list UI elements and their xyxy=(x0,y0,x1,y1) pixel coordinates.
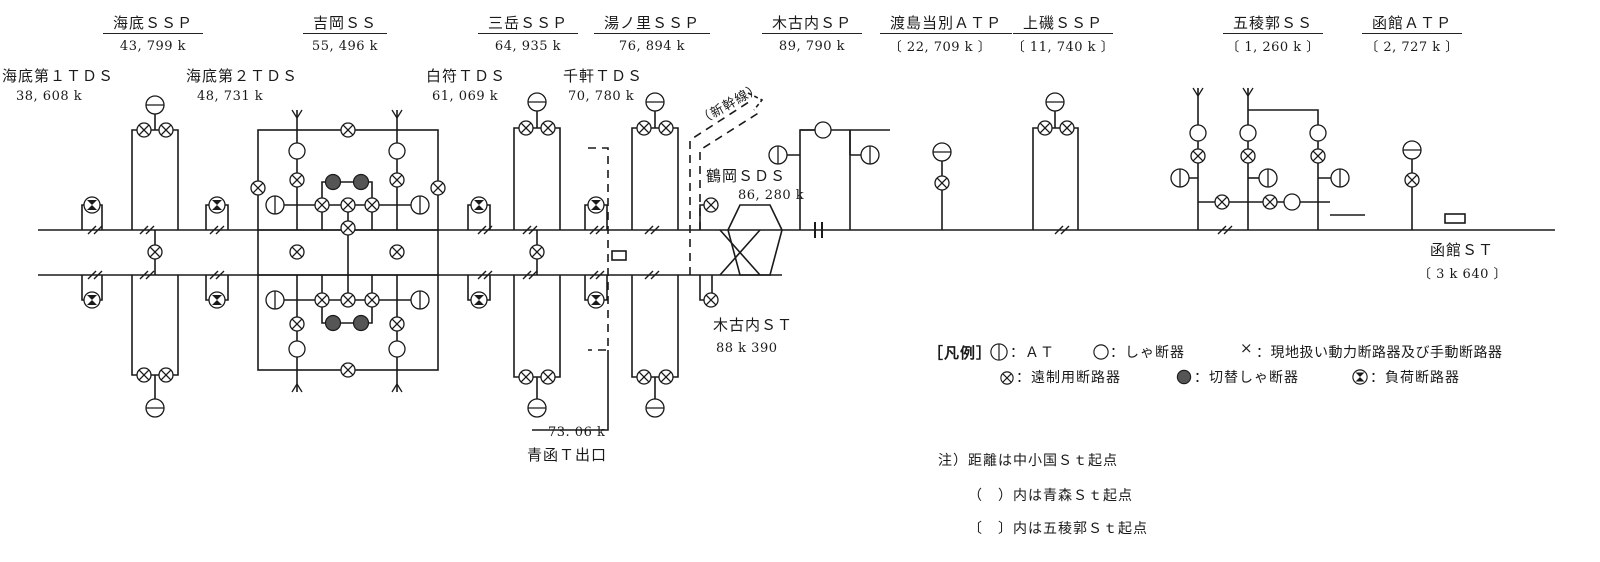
yunosato-ssp-dist: 76, 894 k xyxy=(618,39,686,54)
note-origin: 注）距離は中小国Ｓｔ起点 xyxy=(938,453,1118,469)
legend-at: ：ＡＴ xyxy=(1010,345,1055,361)
kaitei-2tds-dist: 48, 731 k xyxy=(197,89,264,104)
legend-load-switch: ：負荷断路器 xyxy=(1370,370,1460,386)
kamiiso-ssp-dist: 〔 11, 740 k 〕 xyxy=(1011,40,1115,55)
legend-title: ［凡例］ xyxy=(928,344,993,362)
kaitei-1tds-name: 海底第１ＴＤＳ xyxy=(2,67,115,85)
kikonai-sp-name: 木古内ＳＰ xyxy=(761,15,863,34)
goryokaku-ss-name: 五稜郭ＳＳ xyxy=(1222,15,1324,34)
oshima-atp-dist: 〔 22, 709 k 〕 xyxy=(888,40,992,55)
legend-remote: ：遠制用断路器 xyxy=(1016,370,1121,386)
seikan-exit-dist: 73. 06 k xyxy=(548,425,606,440)
tsuruoka-sds-dist: 86, 280 k xyxy=(738,188,805,203)
oshima-atp-name: 渡島当別ＡＴＰ xyxy=(879,15,1013,34)
kamiiso-ssp-name: 上磯ＳＳＰ xyxy=(1012,15,1114,34)
yoshioka-ss-dist: 55, 496 k xyxy=(311,39,379,54)
kaitei-2tds-name: 海底第２ＴＤＳ xyxy=(186,67,299,85)
goryokaku-ss-dist: 〔 1, 260 k 〕 xyxy=(1226,40,1320,55)
kaitei-ssp-name: 海底ＳＳＰ xyxy=(102,15,204,34)
hakodate-atp-name: 函館ＡＴＰ xyxy=(1361,15,1463,34)
mitake-ssp-dist: 64, 935 k xyxy=(494,39,562,54)
shirafu-tds-dist: 61, 069 k xyxy=(432,89,499,104)
hakodate-st-dist: 〔 3 k 640 〕 xyxy=(1418,267,1507,282)
senken-tds-dist: 70, 780 k xyxy=(568,89,635,104)
hakodate-st-name: 函館ＳＴ xyxy=(1430,241,1495,259)
legend-switch-breaker: ：切替しゃ断器 xyxy=(1194,370,1299,386)
shirafu-tds-name: 白符ＴＤＳ xyxy=(426,67,507,85)
legend-manual: ：現地扱い動力断路器及び手動断路器 xyxy=(1256,345,1503,361)
mitake-ssp-name: 三岳ＳＳＰ xyxy=(477,15,579,34)
kikonai-st-name: 木古内ＳＴ xyxy=(713,316,794,334)
kikonai-sp-dist: 89, 790 k xyxy=(778,39,846,54)
hakodate-atp-dist: 〔 2, 727 k 〕 xyxy=(1365,40,1459,55)
legend-manual-symbol: × xyxy=(1240,339,1254,357)
kaitei-1tds-dist: 38, 608 k xyxy=(16,89,83,104)
tsuruoka-sds-name: 鶴岡ＳＤＳ xyxy=(706,167,787,185)
note-aomori: （ ）内は青森Ｓｔ起点 xyxy=(968,488,1133,504)
yunosato-ssp-name: 湯ノ里ＳＳＰ xyxy=(593,15,711,34)
kaitei-ssp-dist: 43, 799 k xyxy=(119,39,187,54)
senken-tds-name: 千軒ＴＤＳ xyxy=(563,67,644,85)
legend-breaker: ：しゃ断器 xyxy=(1110,345,1185,361)
kikonai-st-dist: 88 k 390 xyxy=(716,341,778,356)
yoshioka-ss-name: 吉岡ＳＳ xyxy=(302,15,388,34)
note-goryokaku: 〔 〕内は五稜郭Ｓｔ起点 xyxy=(968,521,1148,537)
seikan-exit-name: 青函Ｔ出口 xyxy=(527,446,608,464)
